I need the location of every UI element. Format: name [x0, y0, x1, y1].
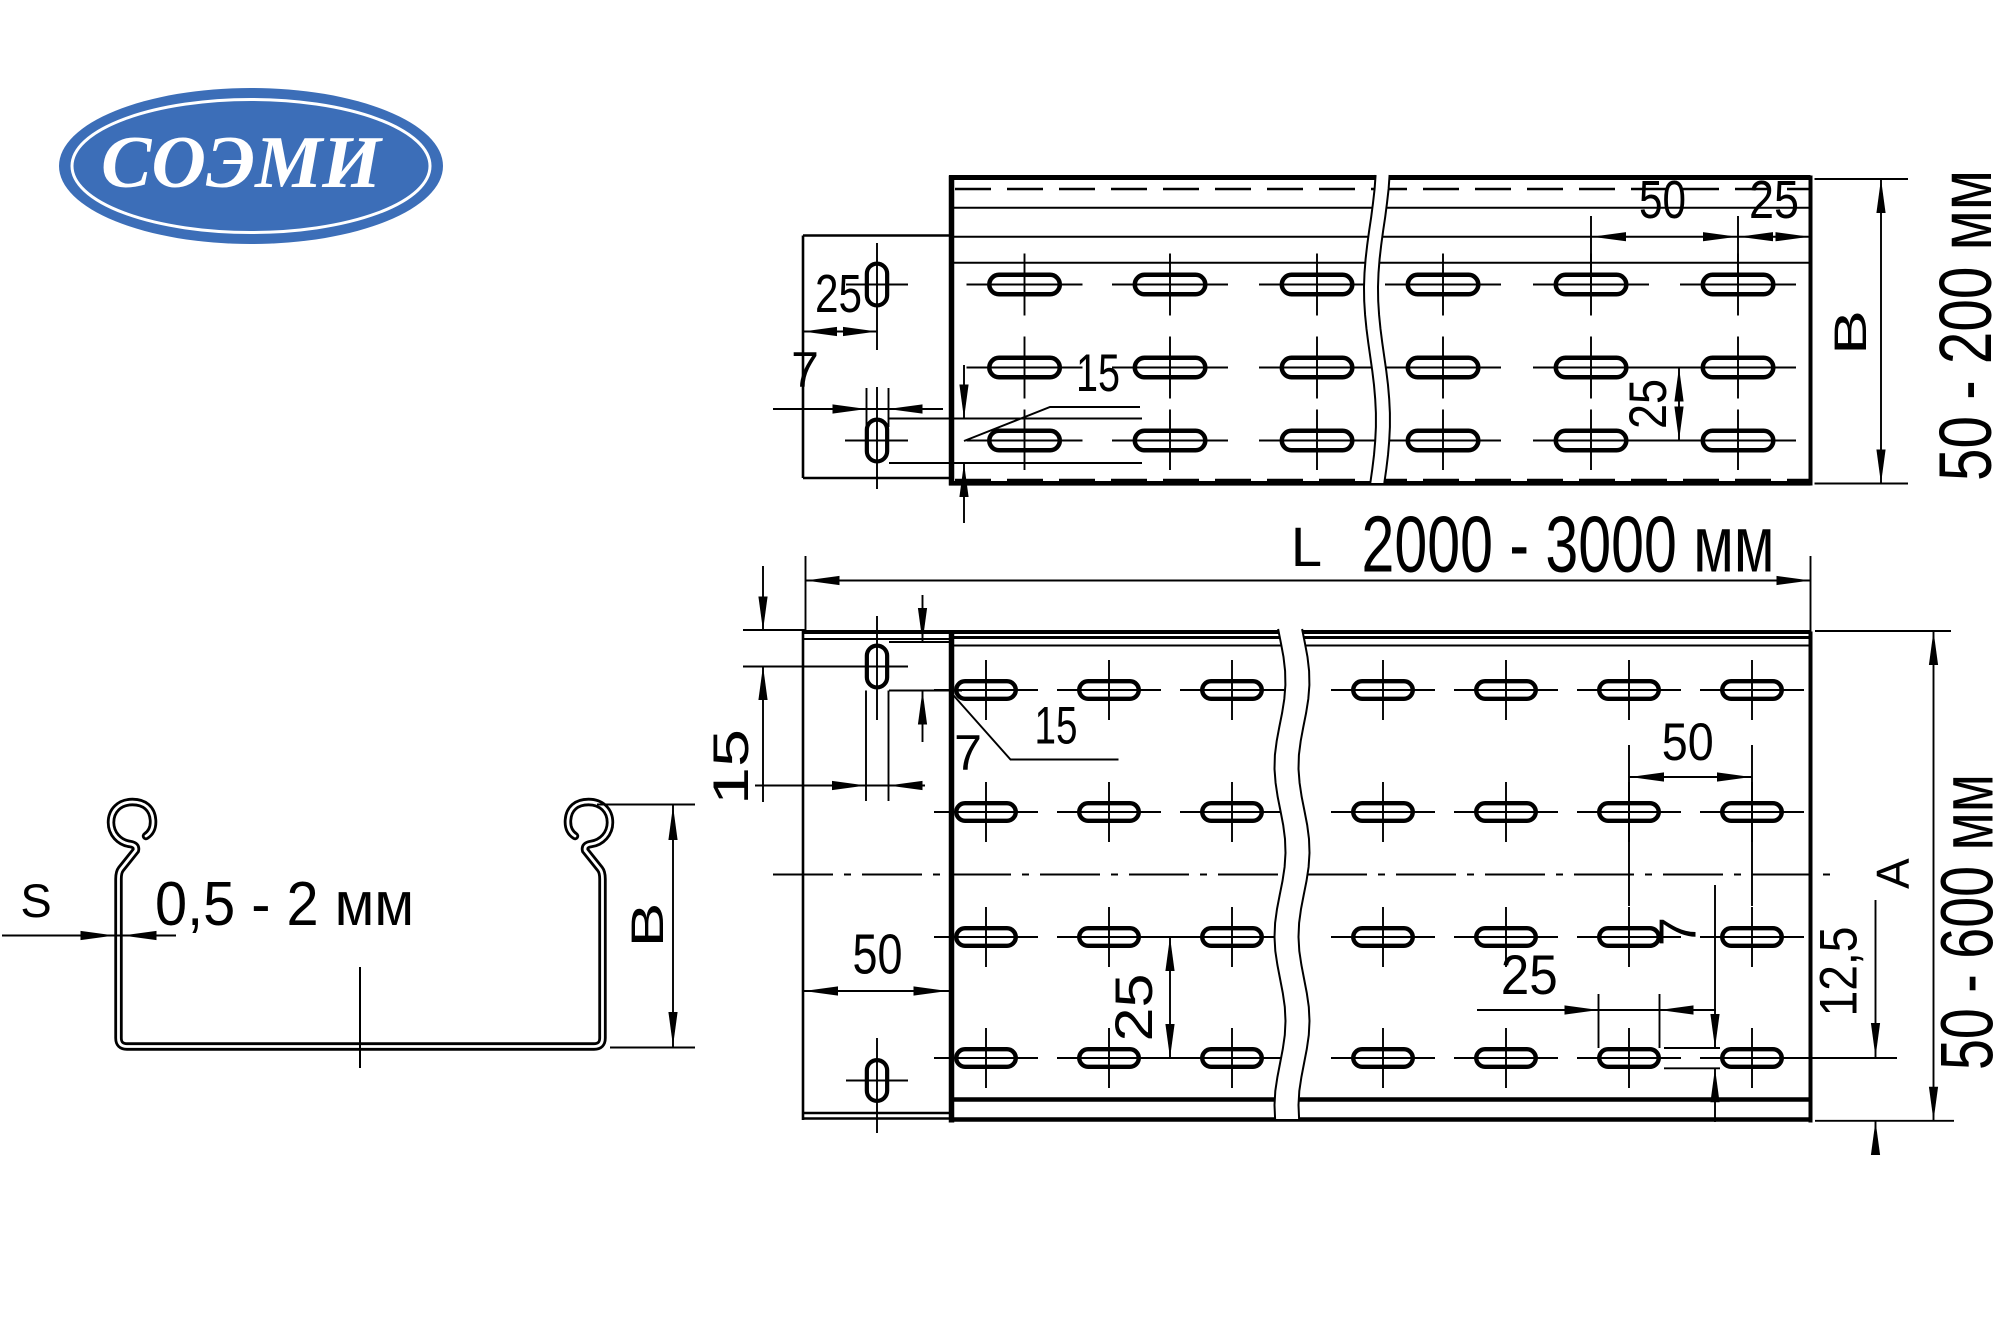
svg-text:B: B [623, 902, 673, 947]
svg-text:25: 25 [815, 264, 862, 324]
svg-text:7: 7 [1650, 917, 1708, 946]
svg-text:50: 50 [1639, 170, 1686, 230]
svg-text:15: 15 [703, 729, 759, 805]
svg-text:25: 25 [1619, 379, 1678, 429]
svg-text:12,5: 12,5 [1810, 927, 1869, 1017]
svg-text:50 - 200 мм: 50 - 200 мм [1924, 170, 2000, 481]
svg-text:25: 25 [1501, 943, 1558, 1006]
svg-text:A: A [1867, 858, 1919, 889]
svg-text:15: 15 [1076, 344, 1120, 403]
svg-text:S: S [20, 874, 51, 927]
svg-text:50: 50 [853, 923, 903, 987]
svg-text:15: 15 [1035, 697, 1078, 756]
svg-text:25: 25 [1749, 170, 1799, 230]
svg-text:25: 25 [1105, 974, 1164, 1042]
svg-text:СОЭМИ: СОЭМИ [101, 122, 383, 204]
svg-text:7: 7 [954, 725, 982, 781]
svg-text:0,5 - 2 мм: 0,5 - 2 мм [155, 870, 414, 939]
svg-text:2000 - 3000 мм: 2000 - 3000 мм [1362, 500, 1775, 589]
svg-text:7: 7 [791, 342, 819, 398]
svg-text:50 - 600 мм: 50 - 600 мм [1926, 774, 2000, 1070]
svg-text:B: B [1826, 310, 1876, 355]
svg-text:50: 50 [1662, 713, 1714, 772]
svg-text:L: L [1291, 515, 1322, 578]
